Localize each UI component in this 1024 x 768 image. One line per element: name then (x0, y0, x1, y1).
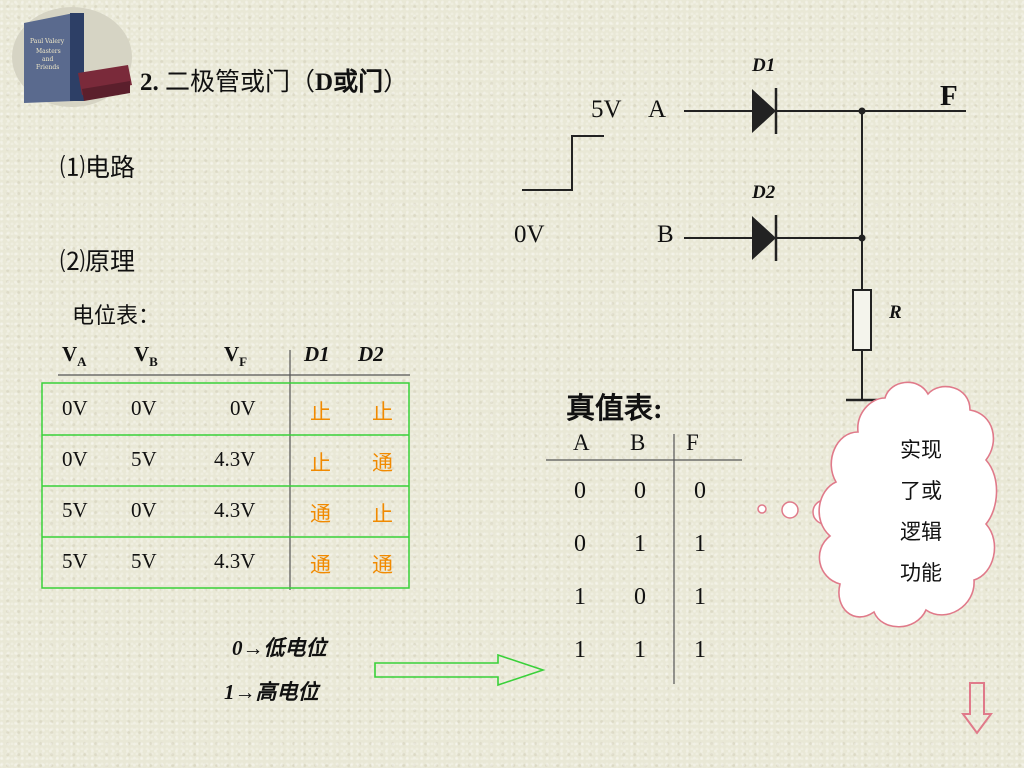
cloud-line: 功能 (900, 561, 942, 585)
diode-d2-symbol (752, 216, 776, 260)
table-cell-d1-state: 止 (310, 451, 331, 475)
table-cell-vf: 4.3V (214, 498, 256, 522)
table-cell-va: 5V (62, 549, 88, 573)
thought-cloud (757, 381, 998, 628)
header-vf: VF (224, 342, 248, 370)
arrow-right-icon (374, 653, 546, 687)
table-cell-d1-state: 止 (310, 400, 331, 424)
note-low-potential: 0→低电位 (232, 636, 327, 660)
header-d1: D1 (304, 342, 330, 366)
table-cell-vf: 4.3V (214, 447, 256, 471)
truth-cell: 1 (694, 531, 706, 557)
cloud-text: 实现 了或 逻辑 功能 (880, 430, 962, 594)
table-cell-va: 0V (62, 447, 88, 471)
header-vb: VB (134, 342, 158, 370)
title-number: 2. (140, 69, 159, 96)
cloud-line: 了或 (900, 479, 942, 503)
arrow-down-icon[interactable] (960, 680, 994, 736)
truth-cell: 1 (694, 637, 706, 663)
cloud-line: 实现 (900, 438, 942, 462)
table-cell-vf: 4.3V (214, 549, 256, 573)
table-cell-va: 0V (62, 396, 88, 420)
truth-cell: 1 (634, 637, 646, 663)
truth-cell: 0 (694, 478, 706, 504)
truth-cell: 0 (574, 531, 586, 557)
header-va: VA (62, 342, 87, 370)
cloud-line: 逻辑 (900, 520, 942, 544)
truth-cell: 0 (634, 478, 646, 504)
header-d2: D2 (358, 342, 384, 366)
label-output-f: F (940, 80, 958, 112)
truth-cell: 1 (574, 637, 586, 663)
label-input-a: A (648, 96, 667, 123)
title-text: 二极管或门（ (158, 69, 316, 96)
truth-cell: 1 (634, 531, 646, 557)
section-circuit: ⑴电路 (60, 155, 136, 182)
label-resistor: R (889, 302, 902, 323)
truth-cell: 0 (634, 584, 646, 610)
label-input-b: B (657, 221, 674, 248)
table-cell-d2-state: 通 (372, 553, 393, 577)
table-cell-vb: 5V (131, 549, 157, 573)
truth-cell: 1 (694, 584, 706, 610)
truth-cell: 1 (574, 584, 586, 610)
truth-header-a: A (573, 430, 590, 455)
book-title-line: and (42, 56, 53, 63)
label-0v: 0V (514, 221, 545, 248)
table-cell-d1-state: 通 (310, 502, 331, 526)
book-title-line: Masters (36, 48, 61, 55)
table-cell-d1-state: 通 (310, 553, 331, 577)
truth-header-f: F (686, 430, 699, 455)
table-cell-d2-state: 通 (372, 451, 393, 475)
potential-table-label: 电位表： (72, 303, 161, 328)
label-d1: D1 (752, 55, 776, 76)
truth-cell: 0 (574, 478, 586, 504)
table-cell-va: 5V (62, 498, 88, 522)
table-cell-vb: 0V (131, 498, 157, 522)
label-d2: D2 (752, 182, 776, 203)
label-5v: 5V (591, 96, 622, 123)
table-cell-d2-state: 止 (372, 502, 393, 526)
title-gate: D或门 (315, 69, 384, 96)
truth-header-b: B (630, 430, 646, 455)
truth-table-title: 真值表: (566, 393, 663, 425)
diode-d1-symbol (752, 89, 776, 133)
book-title-line: Friends (36, 64, 59, 71)
table-cell-vb: 0V (131, 396, 157, 420)
note-high-potential: 1→高电位 (224, 680, 319, 704)
books-icon: Paul Valery Masters and Friends (12, 7, 132, 107)
title-end: ） (383, 69, 409, 96)
book-title-line: Paul Valery (30, 38, 65, 45)
section-principle: ⑵原理 (60, 249, 136, 276)
table-cell-d2-state: 止 (372, 400, 393, 424)
slide-title: 2. 二极管或门（D或门） (140, 62, 408, 98)
table-cell-vf: 0V (230, 396, 256, 420)
table-cell-vb: 5V (131, 447, 157, 471)
